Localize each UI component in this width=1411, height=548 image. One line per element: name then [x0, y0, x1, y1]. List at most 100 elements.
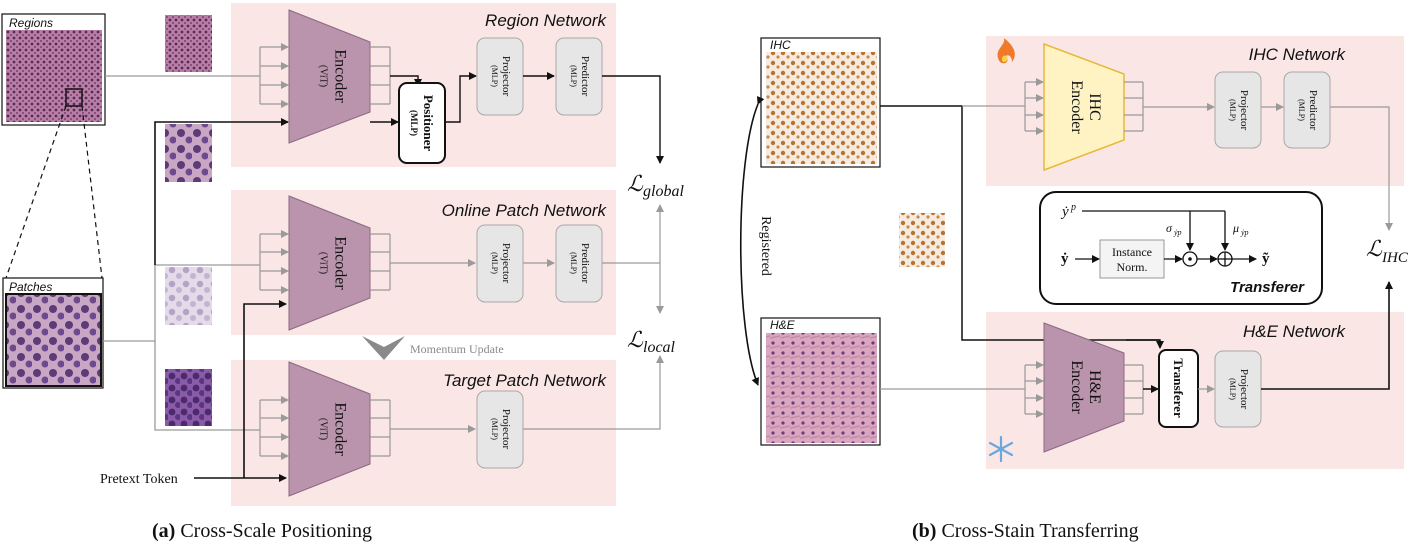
caption-b: (b) Cross-Stain Transferring [912, 520, 1139, 542]
svg-text:ẏ: ẏ [1060, 204, 1069, 220]
svg-text:local: local [643, 339, 676, 356]
mu-label: μ ẏp [1232, 221, 1249, 237]
svg-text:Predictor: Predictor [579, 56, 591, 97]
svg-text:(MLP): (MLP) [1297, 99, 1306, 121]
loss-local: ℒ local [627, 327, 676, 356]
svg-text:(MLP): (MLP) [490, 252, 499, 274]
he-label: H&E [770, 318, 796, 332]
regions-label: Regions [9, 16, 53, 30]
svg-text:IHC: IHC [1381, 250, 1409, 266]
transferer-block-label: Transferer [1171, 358, 1186, 418]
instance-norm-block [1099, 239, 1165, 279]
ihc-network-title: IHC Network [1249, 45, 1347, 64]
positioner-label: Positioner (MLP) [409, 95, 436, 152]
svg-text:Encoder: Encoder [1068, 80, 1085, 134]
ihc-image [766, 52, 877, 164]
ihc-label: IHC [770, 38, 791, 52]
online-predictor [555, 224, 603, 303]
svg-text:ℒ: ℒ [1366, 236, 1383, 261]
svg-text:Encoder: Encoder [331, 49, 348, 103]
online-encoder-label: Encoder (ViT) [318, 236, 349, 290]
target-encoder [288, 361, 371, 497]
region-projector [476, 37, 524, 116]
ihc-predictor [1283, 71, 1331, 149]
svg-text:Predictor: Predictor [579, 243, 591, 284]
pretext-token-label: Pretext Token [100, 472, 178, 487]
target-projector [476, 390, 524, 469]
svg-text:(MLP): (MLP) [490, 418, 499, 440]
momentum-update-label: Momentum Update [410, 342, 504, 356]
svg-text:(MLP): (MLP) [1228, 99, 1237, 121]
svg-text:Encoder: Encoder [1068, 360, 1085, 414]
momentum-chevron-icon [362, 336, 405, 360]
online-encoder [288, 195, 371, 331]
svg-text:μ: μ [1232, 221, 1239, 235]
regions-zoom-box [65, 88, 83, 107]
panel-a: Region Network Online Patch Network Targ… [1, 3, 684, 542]
svg-text:Predictor: Predictor [1307, 90, 1319, 131]
svg-text:(MLP): (MLP) [569, 252, 578, 274]
he-network-title: H&E Network [1243, 322, 1347, 341]
svg-text:Positioner: Positioner [421, 95, 436, 152]
positioner-block [398, 82, 446, 164]
regions-image [6, 30, 102, 122]
svg-text:Projector: Projector [500, 56, 512, 97]
ihc-encoder-label: IHC Encoder [1068, 80, 1103, 134]
svg-text:Encoder: Encoder [331, 236, 348, 290]
snowflake-icon [988, 435, 1014, 463]
region-thumb [165, 15, 212, 72]
registered-label: Registered [758, 216, 773, 276]
svg-text:global: global [643, 183, 684, 200]
fire-icon [997, 38, 1015, 64]
svg-text:Instance: Instance [1112, 245, 1152, 259]
svg-text:p: p [1070, 202, 1076, 213]
svg-text:Projector: Projector [500, 243, 512, 284]
y-dot-input: ẏ [1061, 251, 1069, 267]
ihc-projector [1214, 71, 1262, 149]
svg-text:IHC: IHC [1086, 93, 1103, 121]
ihc-thumb [899, 213, 945, 267]
svg-text:(ViT): (ViT) [318, 252, 329, 274]
ihc-encoder [1043, 42, 1125, 172]
panel-b: IHC Network H&E Network IHC H&E Register… [739, 36, 1409, 542]
region-predictor [555, 37, 603, 116]
y-p-input: ẏ p [1060, 202, 1076, 220]
target-encoder-label: Encoder (ViT) [318, 402, 349, 456]
caption-a: (a) Cross-Scale Positioning [152, 520, 372, 542]
online-projector [476, 224, 524, 303]
patch-thumb-1 [165, 124, 212, 182]
he-projector [1214, 350, 1262, 428]
patch-thumb-3 [165, 369, 212, 426]
svg-text:Projector: Projector [1238, 369, 1250, 410]
svg-text:H&E: H&E [1086, 370, 1103, 404]
svg-text:Encoder: Encoder [331, 402, 348, 456]
svg-text:(MLP): (MLP) [569, 65, 578, 87]
loss-ihc: ℒ IHC [1366, 236, 1409, 266]
svg-text:(ViT): (ViT) [318, 65, 329, 87]
target-network-title: Target Patch Network [443, 371, 607, 390]
svg-text:(MLP): (MLP) [1228, 378, 1237, 400]
svg-text:σ: σ [1166, 221, 1173, 235]
patches-label: Patches [9, 280, 52, 294]
registered-arrow [739, 96, 765, 386]
patch-thumb-2 [165, 267, 212, 325]
region-encoder [288, 9, 371, 144]
svg-text:ẏp: ẏp [1173, 228, 1182, 237]
he-encoder [1043, 322, 1125, 453]
loss-global: ℒ global [627, 171, 684, 200]
svg-text:(MLP): (MLP) [409, 110, 419, 136]
svg-text:Projector: Projector [1238, 90, 1250, 131]
svg-text:(MLP): (MLP) [490, 65, 499, 87]
svg-text:ℒ: ℒ [627, 171, 644, 196]
patches-image [5, 293, 102, 387]
svg-text:Projector: Projector [500, 409, 512, 450]
region-encoder-label: Encoder (ViT) [318, 49, 349, 103]
he-encoder-label: H&E Encoder [1068, 360, 1103, 414]
he-image [766, 333, 877, 443]
sigma-label: σ ẏp [1166, 221, 1182, 237]
transferer-title: Transferer [1230, 279, 1305, 296]
region-network-title: Region Network [485, 11, 607, 30]
online-network-title: Online Patch Network [442, 201, 608, 220]
y-tilde-output: ỹ [1262, 251, 1270, 267]
